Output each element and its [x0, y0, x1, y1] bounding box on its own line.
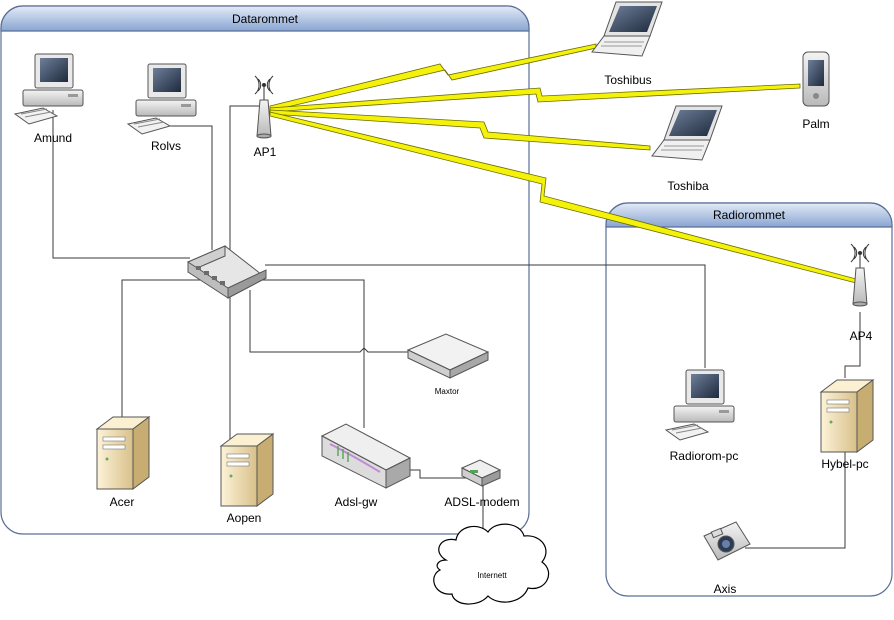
- camera-icon: [703, 521, 751, 561]
- device-switch[interactable]: [187, 245, 267, 299]
- device-label: Maxtor: [435, 387, 460, 396]
- device-ap1[interactable]: AP1: [254, 75, 277, 159]
- device-adsl-gw[interactable]: Adsl-gw: [320, 423, 412, 509]
- device-axis[interactable]: Axis: [703, 521, 751, 596]
- device-label: Amund: [34, 131, 72, 145]
- device-label: Acer: [110, 495, 135, 509]
- device-rolvs[interactable]: Rolvs: [127, 63, 197, 153]
- device-label: Toshiba: [667, 179, 709, 193]
- zone-title-radiorommet: Radiorommet: [713, 208, 786, 222]
- device-aopen[interactable]: Aopen: [220, 433, 274, 525]
- device-label: Aopen: [227, 511, 262, 525]
- device-label: Palm: [802, 117, 829, 131]
- cloud-icon: [433, 523, 550, 605]
- device-adsl-modem[interactable]: ADSL-modem: [444, 459, 520, 509]
- device-acer[interactable]: Acer: [96, 416, 150, 509]
- device-amund[interactable]: Amund: [14, 53, 84, 145]
- wireless-links: [269, 43, 861, 285]
- device-label: Axis: [714, 582, 737, 596]
- device-label: AP1: [254, 145, 277, 159]
- zone-title-datarommet: Datarommet: [232, 12, 299, 26]
- device-label: Internett: [477, 571, 507, 580]
- device-label: Rolvs: [151, 139, 181, 153]
- device-label: ADSL-modem: [444, 495, 519, 509]
- device-label: AP4: [850, 329, 873, 343]
- device-toshiba[interactable]: Toshiba: [651, 105, 723, 193]
- pda-icon: [802, 51, 830, 107]
- zone-radiorommet: Radiorommet: [605, 202, 893, 597]
- device-hybel-pc[interactable]: Hybel-pc: [820, 379, 874, 471]
- device-maxtor[interactable]: Maxtor: [406, 333, 490, 396]
- device-internett[interactable]: Internett: [433, 523, 550, 605]
- device-toshibus[interactable]: Toshibus: [591, 1, 663, 87]
- device-ap4[interactable]: AP4: [850, 243, 873, 343]
- device-label: Adsl-gw: [335, 495, 378, 509]
- device-radiorom-pc[interactable]: Radiorom-pc: [665, 369, 739, 463]
- device-label: Hybel-pc: [821, 457, 868, 471]
- device-label: Toshibus: [604, 73, 651, 87]
- device-label: Radiorom-pc: [670, 449, 739, 463]
- device-palm[interactable]: Palm: [802, 51, 830, 131]
